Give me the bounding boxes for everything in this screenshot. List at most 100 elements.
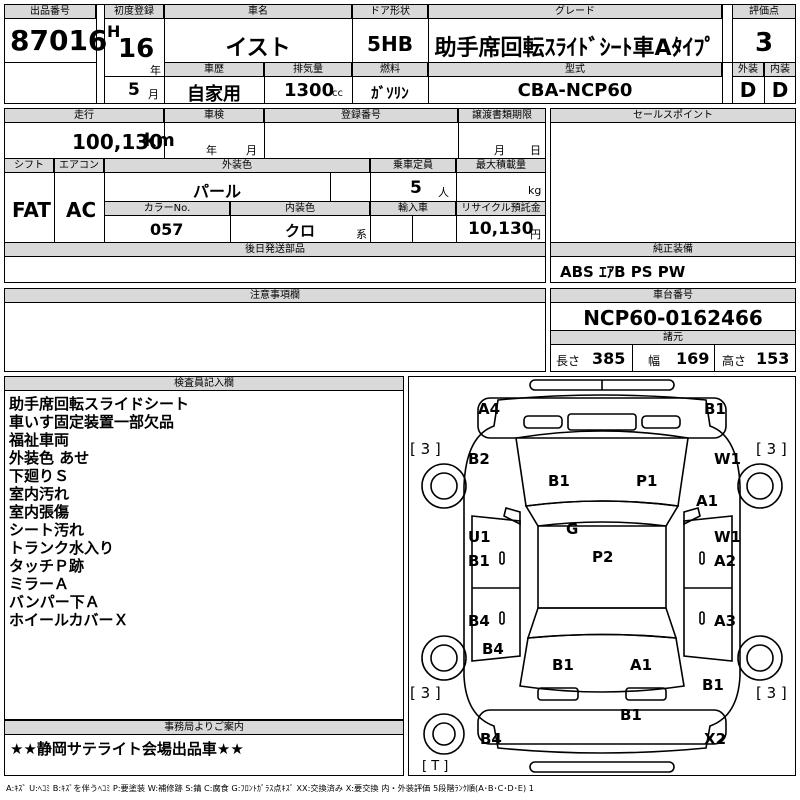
insp-month-unit: 月	[246, 144, 257, 157]
max-load-unit: kg	[528, 184, 542, 197]
left-doors-shape	[471, 515, 521, 662]
insp-year-unit: 年	[206, 144, 217, 157]
lot-no: 87016	[10, 24, 108, 57]
mark-b4-left-wheel: B4	[482, 640, 504, 658]
rear-hatch-shape	[519, 633, 685, 693]
car-name-label: 車名	[164, 4, 352, 19]
mark-b1-right-wheel: B1	[702, 676, 724, 694]
rear-panel-shape	[477, 709, 727, 745]
recycle-label: リサイクル預託金	[456, 201, 546, 216]
car-damage-diagram: A4 B1 [ 3 ] [ 3 ] B2 W1 B1 P1 A1 G U1 W1…	[410, 379, 787, 774]
fuel: ｶﾞｿﾘﾝ	[371, 84, 409, 102]
mileage-unit: km	[144, 130, 175, 151]
later-parts-label: 後日発送部品	[4, 242, 546, 257]
mark-b4-rear: B4	[480, 730, 502, 748]
mark-tyre-br: [ 3 ]	[756, 684, 787, 702]
inspector-panel	[4, 376, 404, 720]
length: 385	[592, 349, 626, 368]
chassis-label: 車台番号	[550, 288, 796, 303]
color-label: 外装色	[104, 158, 370, 173]
exterior-label: 外装	[732, 62, 764, 77]
score: 3	[754, 28, 774, 58]
note-item: 福祉車両	[9, 431, 70, 449]
note-item: ホイールカバーＸ	[9, 611, 129, 629]
exterior-grade: D	[739, 78, 757, 102]
office-label: 事務局よりご案内	[4, 720, 404, 735]
mark-x2: X2	[704, 730, 726, 748]
left-mirror-shape	[503, 507, 521, 526]
reg-no-label: 登録番号	[264, 108, 458, 123]
color-no: 057	[150, 220, 184, 239]
note-item: バンパー下Ａ	[9, 593, 100, 611]
int-color-label: 内装色	[230, 201, 370, 216]
lot-no-label: 出品番号	[4, 4, 96, 19]
color: パール	[192, 182, 241, 201]
mark-a4: A4	[478, 400, 500, 418]
recycle: 10,130	[468, 219, 534, 239]
displacement: 1300	[284, 80, 335, 101]
mark-w1-right-2: W1	[714, 528, 741, 546]
header-panel	[4, 4, 796, 104]
windshield-shape	[524, 500, 680, 527]
mark-b1-left: B1	[468, 552, 490, 570]
note-item: シート汚れ	[9, 521, 85, 539]
dims-label: 諸元	[550, 330, 796, 345]
capacity-label: 乗車定員	[370, 158, 456, 173]
ac-label: エアコン	[54, 158, 104, 173]
interior-label: 内装	[764, 62, 796, 77]
rear-bumper-shape	[529, 761, 675, 773]
equipment-label: 純正装備	[550, 242, 796, 257]
reg-year: 16	[118, 34, 155, 64]
height: 153	[756, 349, 790, 368]
sales-point-label: セールスポイント	[550, 108, 796, 123]
mark-w1-right: W1	[714, 450, 741, 468]
reg-month: 5	[128, 80, 140, 100]
displacement-unit: cc	[332, 88, 343, 99]
interior-grade: D	[771, 78, 789, 102]
inspector-notes: 助手席回転スライドシート 車いす固定装置一部欠品 福祉車両 外装色 あせ 下廻り…	[9, 395, 189, 629]
capacity: 5	[410, 178, 422, 198]
mark-g: G	[566, 520, 578, 538]
note-item: ミラーＡ	[9, 575, 70, 593]
max-load-label: 最大積載量	[456, 158, 546, 173]
mark-b4-left: B4	[468, 612, 490, 630]
transfer-day-unit: 日	[530, 144, 541, 157]
note-item: 外装色 あせ	[9, 449, 90, 467]
equipment: ABS ｴｱB PS PW	[560, 263, 686, 281]
note-item: 車いす固定装置一部欠品	[9, 413, 175, 431]
height-label: 高さ	[722, 354, 747, 368]
capacity-unit: 人	[438, 186, 449, 199]
note-item: 室内張傷	[9, 503, 70, 521]
transfer-month-unit: 月	[494, 144, 505, 157]
color-no-label: カラーNo.	[104, 201, 230, 216]
mark-b1-front: B1	[704, 400, 726, 418]
mark-tyre-tl: [ 3 ]	[410, 440, 441, 458]
note-item: 助手席回転スライドシート	[9, 395, 190, 413]
legend-text: A:ｷｽﾞ U:ﾍｺﾐ B:ｷｽﾞを伴うﾍｺﾐ P:要塗装 W:補修跡 S:錆 …	[6, 783, 534, 793]
first-reg-label: 初度登録	[104, 4, 164, 19]
door-type: 5HB	[367, 32, 413, 56]
mark-a1-right: A1	[696, 492, 718, 510]
mark-b2: B2	[468, 450, 490, 468]
shift: FAT	[12, 198, 51, 222]
width-label: 幅	[648, 354, 661, 368]
inspector-label: 検査員記入欄	[4, 376, 404, 391]
mark-a1-trunk: A1	[630, 656, 652, 674]
history-label: 車歴	[164, 62, 264, 77]
year-unit: 年	[150, 64, 161, 77]
length-label: 長さ	[556, 354, 581, 368]
note-item: タッチＰ跡	[9, 557, 85, 575]
door-label: ドア形状	[352, 4, 428, 19]
import-label: 輸入車	[370, 201, 456, 216]
mark-b1-hood: B1	[548, 472, 570, 490]
body-outline	[463, 394, 741, 754]
mileage-label: 走行	[4, 108, 164, 123]
mark-b1-trunk: B1	[552, 656, 574, 674]
roof-shape	[537, 525, 667, 609]
note-item: 下廻りＳ	[9, 467, 70, 485]
fuel-label: 燃料	[352, 62, 428, 77]
transfer-label: 譲渡書類期限	[458, 108, 546, 123]
note-item: 室内汚れ	[9, 485, 70, 503]
mark-p2: P2	[592, 548, 613, 566]
mileage: 100,130	[72, 130, 164, 154]
